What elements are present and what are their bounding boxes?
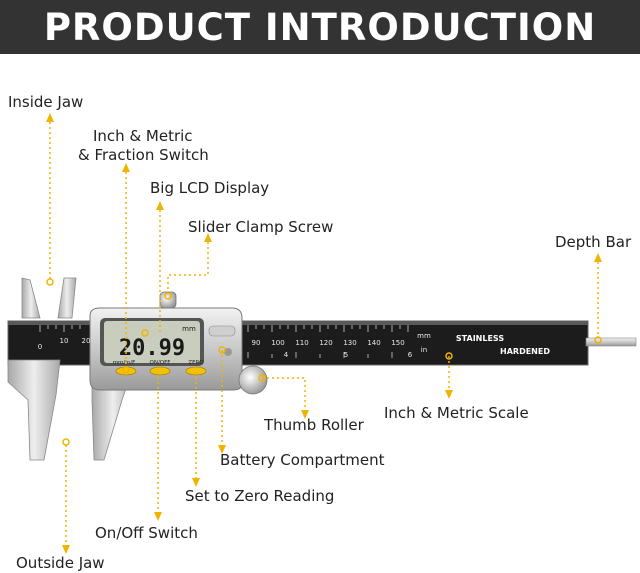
thumb-roller [238,365,268,395]
clamp-screw [159,291,177,309]
zero-button [185,366,207,376]
lcd-reading: 20.99 [119,336,185,361]
beam-text-stainless: STAINLESS [456,334,504,343]
zero-label: ZERO [188,360,204,366]
scale-number: 130 [343,339,356,347]
leader-endpoints [46,278,602,446]
page-title: PRODUCT INTRODUCTION [43,5,597,49]
leader-arrows [46,113,602,554]
label-depth-bar: Depth Bar [555,233,632,251]
label-battery: Battery Compartment [220,451,385,469]
inside-jaw-fixed [21,277,41,319]
scale-unit-in: in [421,346,427,354]
inch-number: 4 [284,351,289,359]
label-switch-line2: & Fraction Switch [78,146,209,164]
scale-number: 110 [295,339,308,347]
label-inside-jaw: Inside Jaw [8,93,84,111]
scale-number: 140 [367,339,380,347]
label-outside-jaw: Outside Jaw [16,554,105,572]
label-switch-line1: Inch & Metric [93,127,193,145]
depth-bar [585,337,637,347]
scale-number: 120 [319,339,332,347]
header-banner: PRODUCT INTRODUCTION [0,0,640,54]
scale-ticks [39,325,409,358]
onoff-button [149,366,171,376]
label-thumb-roller: Thumb Roller [264,416,364,434]
mm-in-label: mm/in/F [113,360,136,366]
scale-number: 90 [252,339,261,347]
label-scale: Inch & Metric Scale [384,404,529,422]
label-lcd-display: Big LCD Display [150,179,270,197]
inside-jaw-slider [57,277,77,319]
label-clamp-screw: Slider Clamp Screw [188,218,334,236]
beam-text-hardened: HARDENED [500,347,550,356]
lcd-unit: mm [182,325,196,333]
scale-number: 20 [82,337,91,345]
inch-number: 6 [408,351,413,359]
leader-lines [49,122,599,545]
onoff-label: ON/OFF [150,360,171,366]
outside-jaw-fixed [7,359,61,461]
scale-number: 100 [271,339,284,347]
scale-number: 0 [38,343,42,351]
label-zero: Set to Zero Reading [185,487,335,505]
mm-in-button [115,366,137,376]
lcd-side-button [208,325,236,337]
inch-number: 5 [344,351,348,359]
scale-number: 150 [391,339,404,347]
lcd-screen [104,321,200,363]
scale-number: 10 [60,337,69,345]
scale-unit-mm: mm [417,332,431,340]
label-onoff: On/Off Switch [95,524,198,542]
